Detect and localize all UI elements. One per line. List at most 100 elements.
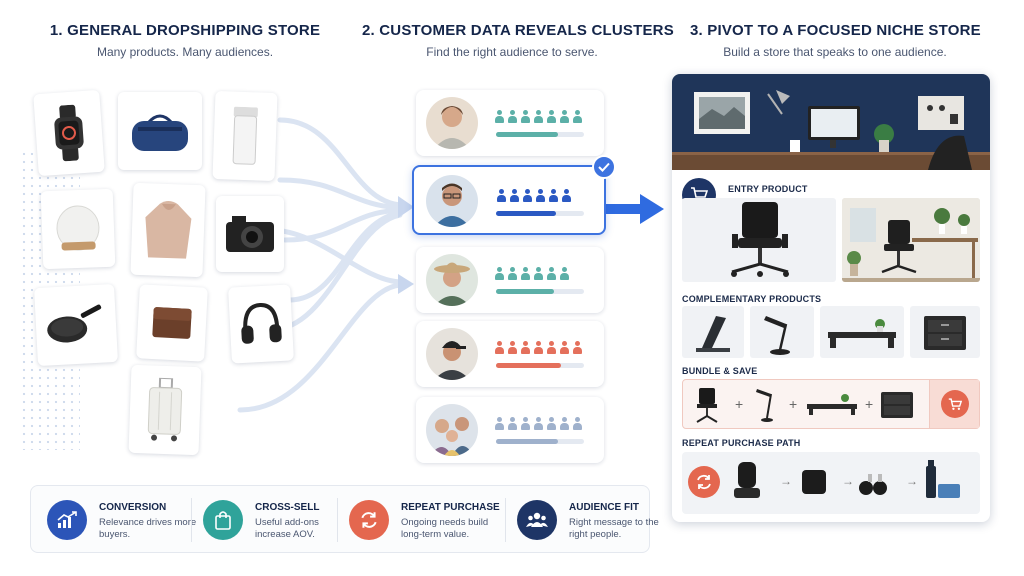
column-1-title: 1. GENERAL DROPSHIPPING STORE [49, 22, 321, 39]
plus-sign: + [789, 396, 798, 412]
shopping-bag-icon [203, 500, 243, 540]
product-wallet [136, 284, 208, 362]
plus-sign: + [735, 396, 744, 412]
suitcase-icon [147, 377, 183, 442]
benefits-panel: CONVERSION Relevance drives more buyers.… [30, 485, 659, 553]
office-chair-icon [731, 202, 789, 277]
benefit-conversion: CONVERSION Relevance drives more buyers. [47, 498, 197, 542]
cluster-people-icons [494, 417, 583, 430]
column-1-subtitle: Many products. Many audiences. [96, 45, 274, 59]
cluster-bar [496, 211, 584, 216]
complementary-laptop-stand[interactable] [682, 306, 744, 358]
cluster-card-3[interactable] [416, 247, 604, 313]
pivot-arrow-head [640, 194, 664, 224]
column-2-title: 2. CUSTOMER DATA REVEALS CLUSTERS [362, 22, 674, 39]
niche-store-mockup: ENTRY PRODUCT COMPLEMENTARY PRODUCTS BUN… [672, 74, 990, 522]
cart-icon [940, 390, 969, 418]
product-tumbler [212, 90, 278, 182]
cluster-people-icons [494, 267, 570, 280]
repeat-purchase-path-label: REPEAT PURCHASE PATH [682, 438, 801, 448]
cluster-card-4[interactable] [416, 321, 604, 387]
cluster-card-selected[interactable] [412, 155, 616, 235]
repeat-purchase-row: → → → [682, 452, 980, 514]
benefit-title: CONVERSION [99, 502, 167, 513]
entry-product-room[interactable] [842, 198, 980, 282]
cluster-card-1[interactable] [416, 90, 604, 156]
cluster-bar [496, 289, 584, 294]
woman-avatar [426, 97, 478, 149]
tumbler-icon [232, 106, 258, 165]
product-suitcase [128, 364, 202, 456]
hoodie-icon [145, 201, 192, 259]
column-2-header: 2. CUSTOMER DATA REVEALS CLUSTERS Find t… [362, 22, 674, 59]
smartwatch-icon [54, 104, 84, 162]
wallet-icon [152, 307, 192, 339]
duffel-bag-icon [132, 114, 188, 151]
divider [337, 498, 338, 542]
drawer-unit-icon [924, 316, 966, 350]
man-cap-avatar [426, 328, 478, 380]
entry-product-label: ENTRY PRODUCT [728, 184, 808, 194]
benefit-title: AUDIENCE FIT [569, 502, 639, 513]
smart-speaker-icon [56, 205, 100, 251]
camera-icon [226, 216, 274, 252]
bundle-cart-button[interactable] [929, 380, 979, 428]
complementary-desk-lamp[interactable] [750, 306, 814, 358]
desk-lamp-icon [764, 316, 790, 355]
laptop-stand-icon [696, 316, 730, 352]
complementary-products-label: COMPLEMENTARY PRODUCTS [682, 294, 822, 304]
column-1-header: 1. GENERAL DROPSHIPPING STORE Many produ… [40, 22, 330, 59]
product-hoodie [130, 182, 206, 278]
benefit-title: CROSS-SELL [255, 502, 320, 513]
benefit-cross-sell: CROSS-SELL Useful add-ons increase AOV. [203, 498, 353, 542]
product-frying-pan [34, 283, 118, 367]
cluster-people-icons [496, 189, 572, 202]
woman-hat-avatar [426, 254, 478, 306]
audience-icon [517, 500, 557, 540]
check-icon [592, 155, 616, 179]
benefit-text: Ongoing needs build long-term value. [401, 517, 489, 540]
divider [191, 498, 192, 542]
bundle-items [696, 388, 913, 423]
product-smartwatch [33, 89, 105, 177]
divider [505, 498, 506, 542]
bundle-row[interactable]: + + + [682, 379, 980, 429]
refresh-icon [349, 500, 389, 540]
entry-product-chair[interactable] [682, 198, 836, 282]
store-hero-banner [672, 74, 990, 170]
column-3-subtitle: Build a store that speaks to one audienc… [723, 45, 947, 59]
cluster-bar [496, 132, 584, 137]
repeat-items [734, 460, 960, 498]
product-camera [216, 196, 284, 272]
cluster-bar [496, 363, 584, 368]
benefit-audience-fit: AUDIENCE FIT Right message to the right … [517, 498, 667, 542]
family-avatar [426, 404, 478, 456]
cluster-people-icons [494, 341, 583, 354]
arrow-right: → [842, 474, 854, 488]
growth-chart-icon [47, 500, 87, 540]
column-3-header: 3. PIVOT TO A FOCUSED NICHE STORE Build … [690, 22, 981, 59]
pivot-arrow-shaft [606, 204, 642, 214]
headphones-icon [241, 303, 282, 344]
office-room-image [842, 198, 980, 282]
cluster-bar [496, 439, 584, 444]
complementary-monitor-riser[interactable] [820, 306, 904, 358]
product-smart-speaker [40, 188, 116, 270]
monitor-riser-icon [828, 319, 896, 348]
arrow-right: → [780, 474, 792, 488]
plus-sign: + [865, 396, 874, 412]
refresh-icon [688, 466, 720, 498]
product-headphones [228, 284, 294, 364]
benefit-text: Relevance drives more buyers. [99, 517, 197, 540]
cluster-card-5[interactable] [416, 397, 604, 463]
complementary-drawer-unit[interactable] [910, 306, 980, 358]
benefit-title: REPEAT PURCHASE [401, 502, 500, 513]
frying-pan-icon [47, 304, 102, 343]
arrow-right: → [906, 474, 918, 488]
cluster-people-icons [494, 110, 583, 123]
column-2-subtitle: Find the right audience to serve. [426, 45, 598, 59]
product-duffel-bag [118, 92, 202, 170]
bundle-save-label: BUNDLE & SAVE [682, 366, 758, 376]
column-3-title: 3. PIVOT TO A FOCUSED NICHE STORE [690, 22, 981, 39]
